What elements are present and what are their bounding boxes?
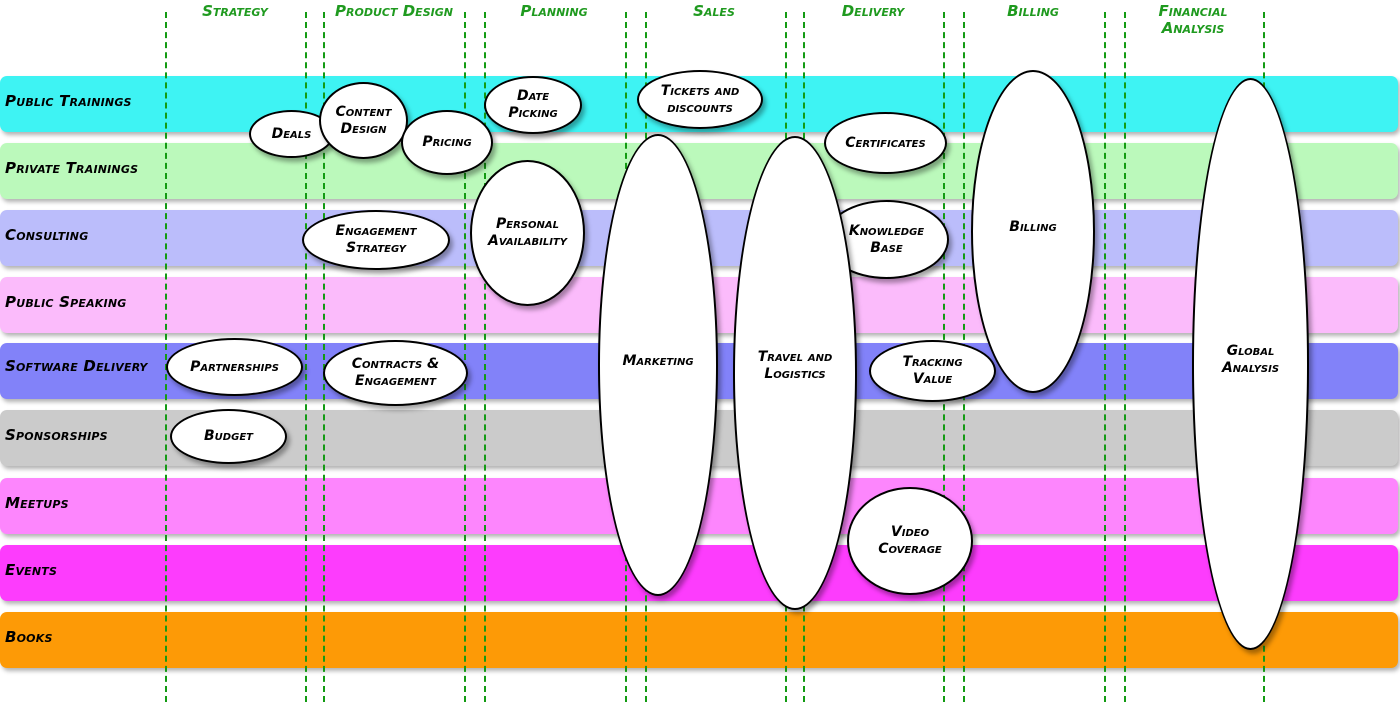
- bubble-billing: Billing: [971, 70, 1095, 393]
- bubble-label: Tracking Value: [902, 354, 963, 387]
- bubble-label: Partnerships: [190, 358, 279, 375]
- lane-label: Consulting: [5, 226, 89, 244]
- lane-label: Public Trainings: [5, 92, 132, 110]
- bubble-tickets-discounts: Tickets and discounts: [637, 70, 763, 129]
- column-divider: [165, 12, 167, 702]
- column-header-sales: Sales: [693, 2, 735, 20]
- column-header-delivery: Delivery: [841, 2, 905, 20]
- bubble-travel-logistics: Travel and Logistics: [733, 136, 857, 610]
- bubble-label: Travel and Logistics: [757, 349, 833, 382]
- bubble-label: Deals: [271, 125, 312, 142]
- column-divider: [1124, 12, 1126, 702]
- bubble-budget: Budget: [170, 409, 287, 464]
- bubble-marketing: Marketing: [598, 134, 718, 596]
- lane-label: Books: [5, 628, 53, 646]
- lane-private-trainings: [0, 143, 1398, 199]
- bubble-contracts-engagement: Contracts & Engagement: [323, 340, 468, 406]
- bubble-tracking-value: Tracking Value: [869, 340, 996, 402]
- column-header-billing: Billing: [1007, 2, 1059, 20]
- column-divider: [484, 12, 486, 702]
- bubble-date-picking: Date Picking: [484, 76, 582, 134]
- bubble-content-design: Content Design: [319, 82, 408, 159]
- bubble-label: Tickets and discounts: [660, 82, 740, 116]
- lane-label: Events: [5, 561, 58, 579]
- bubble-label: Budget: [204, 428, 253, 444]
- lane-label: Sponsorships: [5, 426, 108, 444]
- bubble-label: Content Design: [335, 103, 392, 137]
- bubble-global-analysis: Global Analysis: [1192, 78, 1309, 650]
- bubble-label: Contracts & Engagement: [351, 356, 440, 389]
- bubble-label: Knowledge Base: [848, 222, 925, 256]
- column-divider: [464, 12, 466, 702]
- bubble-personal-availability: Personal Availability: [470, 160, 585, 306]
- lane-label: Public Speaking: [5, 293, 127, 311]
- lane-events: [0, 545, 1398, 601]
- bubble-label: Marketing: [622, 352, 694, 369]
- lane-label: Software Delivery: [5, 357, 148, 375]
- bubble-certificates: Certificates: [824, 112, 947, 174]
- bubble-label: Date Picking: [508, 88, 558, 121]
- bubble-label: Personal Availability: [488, 216, 567, 249]
- bubble-video-coverage: Video Coverage: [847, 487, 973, 595]
- bubble-label: Global Analysis: [1221, 343, 1280, 376]
- lane-label: Private Trainings: [5, 159, 139, 177]
- column-header-planning: Planning: [520, 2, 588, 20]
- column-header-strategy: Strategy: [202, 2, 268, 20]
- bubble-label: Certificates: [845, 134, 926, 151]
- bubble-label: Video Coverage: [878, 524, 942, 557]
- bubble-pricing: Pricing: [401, 110, 493, 175]
- column-divider: [305, 12, 307, 702]
- bubble-label: Pricing: [422, 134, 472, 150]
- bubble-partnerships: Partnerships: [166, 338, 303, 396]
- column-divider: [1104, 12, 1106, 702]
- bubble-label: Billing: [1009, 219, 1057, 235]
- bubble-label: Engagement Strategy: [335, 223, 417, 256]
- column-divider: [323, 12, 325, 702]
- bubble-engagement-strategy: Engagement Strategy: [302, 210, 450, 270]
- column-header-financial-analysis: Financial Analysis: [1158, 2, 1228, 37]
- column-header-product-design: Product Design: [335, 2, 453, 20]
- lane-label: Meetups: [5, 494, 69, 512]
- lane-books: [0, 612, 1398, 668]
